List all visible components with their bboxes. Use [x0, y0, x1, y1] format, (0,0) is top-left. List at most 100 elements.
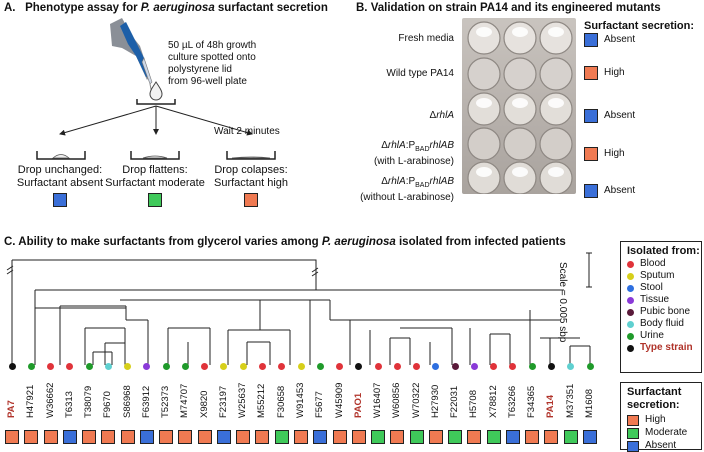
- source-legend-item: Tissue: [627, 294, 695, 306]
- secretion-label: Absent: [645, 440, 677, 451]
- leaf-secretion-swatch: [583, 430, 597, 444]
- row-label-drhla: ΔrhlA: [429, 110, 454, 121]
- source-label: Stool: [640, 282, 663, 293]
- row-value-drhla: Absent: [604, 110, 636, 121]
- source-label: Body fluid: [640, 318, 684, 329]
- leaf-secretion-swatch: [486, 430, 501, 444]
- leaf-label: F30658: [275, 385, 287, 418]
- row-label-wild-type: Wild type PA14: [386, 68, 454, 79]
- leaf-source-dot: [509, 363, 517, 370]
- row-value-wild-type: High: [604, 67, 625, 78]
- leaf-source-dot: [490, 363, 498, 370]
- leaf-label: M1608: [584, 388, 595, 418]
- leaf-secretion-swatch: [178, 430, 193, 444]
- leaf-secretion-swatch: [82, 430, 97, 444]
- leaf-label: X9820: [198, 390, 210, 418]
- leaf-source-dot: [432, 363, 440, 370]
- leaf-source-dot: [27, 363, 35, 370]
- leaf-secretion-swatch: [351, 430, 366, 444]
- leaf-source-dot: [239, 363, 247, 370]
- pipette-illustration: [110, 18, 153, 95]
- secretion-swatch: [627, 427, 639, 439]
- leaf-source-dot: [586, 363, 594, 370]
- leaf-secretion-swatch: [409, 430, 424, 444]
- leaf-source-dot: [393, 363, 401, 370]
- leaf-label: W16407: [372, 382, 384, 418]
- leaf-secretion-swatch: [544, 430, 559, 444]
- source-legend-item: Body fluid: [627, 318, 695, 330]
- source-dot-icon: [627, 332, 634, 340]
- leaf-secretion-swatch: [197, 430, 212, 444]
- source-label: Type strain: [640, 342, 693, 353]
- leaf-label: M55212: [256, 383, 268, 418]
- plate-photo: [462, 18, 576, 195]
- scale-label: Scale = 0.005 sbp: [557, 262, 568, 343]
- leaf-label: F9670: [102, 391, 114, 418]
- leaf-secretion-swatch: [371, 430, 386, 444]
- leaf-secretion-swatch: [139, 430, 154, 444]
- panel-b-title: B. Validation on strain PA14 and its eng…: [356, 2, 661, 14]
- source-dot-icon: [627, 272, 634, 280]
- row-swatch-drhla-without: [584, 184, 598, 198]
- row-label-drhla-without: ΔrhlA:PBADrhlAB (without L-arabinose): [360, 176, 454, 203]
- leaf-source-dot: [47, 363, 55, 370]
- source-label: Urine: [640, 330, 664, 341]
- leaf-secretion-swatch: [563, 430, 578, 444]
- leaf-source-dot: [355, 363, 363, 370]
- outcome-arrows: [59, 105, 253, 136]
- leaf-source-dot: [374, 363, 382, 370]
- panel-c-title: C. Ability to make surfactants from glyc…: [4, 236, 566, 248]
- leaf-secretion-swatch: [448, 430, 463, 444]
- row-value-drhla-without: Absent: [604, 185, 636, 196]
- outcome-absent-swatch: [53, 193, 67, 207]
- leaf-secretion-swatch: [236, 430, 251, 444]
- source-label: Blood: [640, 258, 666, 269]
- leaf-label: F23197: [217, 385, 229, 418]
- leaf-source-dot: [201, 363, 209, 370]
- wait-label: Wait 2 minutes: [214, 126, 280, 137]
- leaf-source-dot: [85, 363, 93, 370]
- leaf-secretion-swatch: [216, 430, 231, 444]
- leaf-secretion-swatch: [101, 430, 116, 444]
- leaf-source-dot: [162, 363, 170, 370]
- leaf-source-dot: [258, 363, 266, 370]
- leaf-label: T38079: [83, 385, 95, 418]
- leaf-secretion-swatch: [332, 430, 347, 444]
- source-legend-item: Sputum: [627, 270, 695, 282]
- lid-bracket: [136, 99, 176, 105]
- outcome-high-swatch: [244, 193, 258, 207]
- outcome-moderate-swatch: [148, 193, 162, 207]
- drop-icon: [149, 81, 163, 101]
- leaf-secretion-swatch: [159, 430, 174, 444]
- leaf-label: W45909: [333, 382, 345, 418]
- source-dot-icon: [627, 260, 634, 268]
- secretion-legend-item: Moderate: [627, 427, 695, 439]
- leaf-secretion-swatch: [274, 430, 289, 444]
- leaf-label: F34365: [526, 385, 538, 418]
- panel-a-title: A. Phenotype assay for P. aeruginosa sur…: [4, 2, 328, 14]
- leaf-label: W91453: [295, 382, 306, 418]
- leaf-label: PA14: [545, 394, 557, 418]
- secretion-header-2: secretion:: [627, 399, 680, 411]
- leaf-label: S86968: [121, 385, 133, 418]
- leaf-label: H47921: [25, 384, 37, 418]
- leaf-secretion-swatch: [62, 430, 77, 444]
- leaf-label: H5708: [468, 390, 480, 418]
- drop-unchanged-illustration: [36, 151, 86, 160]
- leaf-label: T52373: [160, 385, 172, 418]
- leaf-label: W60856: [391, 382, 403, 418]
- leaf-secretion-swatch: [294, 430, 308, 444]
- row-value-fresh-media: Absent: [604, 34, 636, 45]
- secretion-label: Moderate: [645, 427, 688, 438]
- isolated-header: Isolated from:: [627, 245, 700, 257]
- leaf-secretion-swatch: [43, 430, 58, 444]
- leaf-secretion-swatch: [467, 430, 482, 444]
- drop-collapses-illustration: [226, 151, 276, 160]
- leaf-source-dot: [547, 363, 555, 370]
- panel-b-header: Surfactant secretion:: [584, 20, 695, 32]
- secretion-swatch: [627, 414, 639, 426]
- source-legend-item: Urine: [627, 330, 695, 342]
- source-dot-icon: [627, 296, 634, 304]
- leaf-label: W36662: [44, 382, 56, 418]
